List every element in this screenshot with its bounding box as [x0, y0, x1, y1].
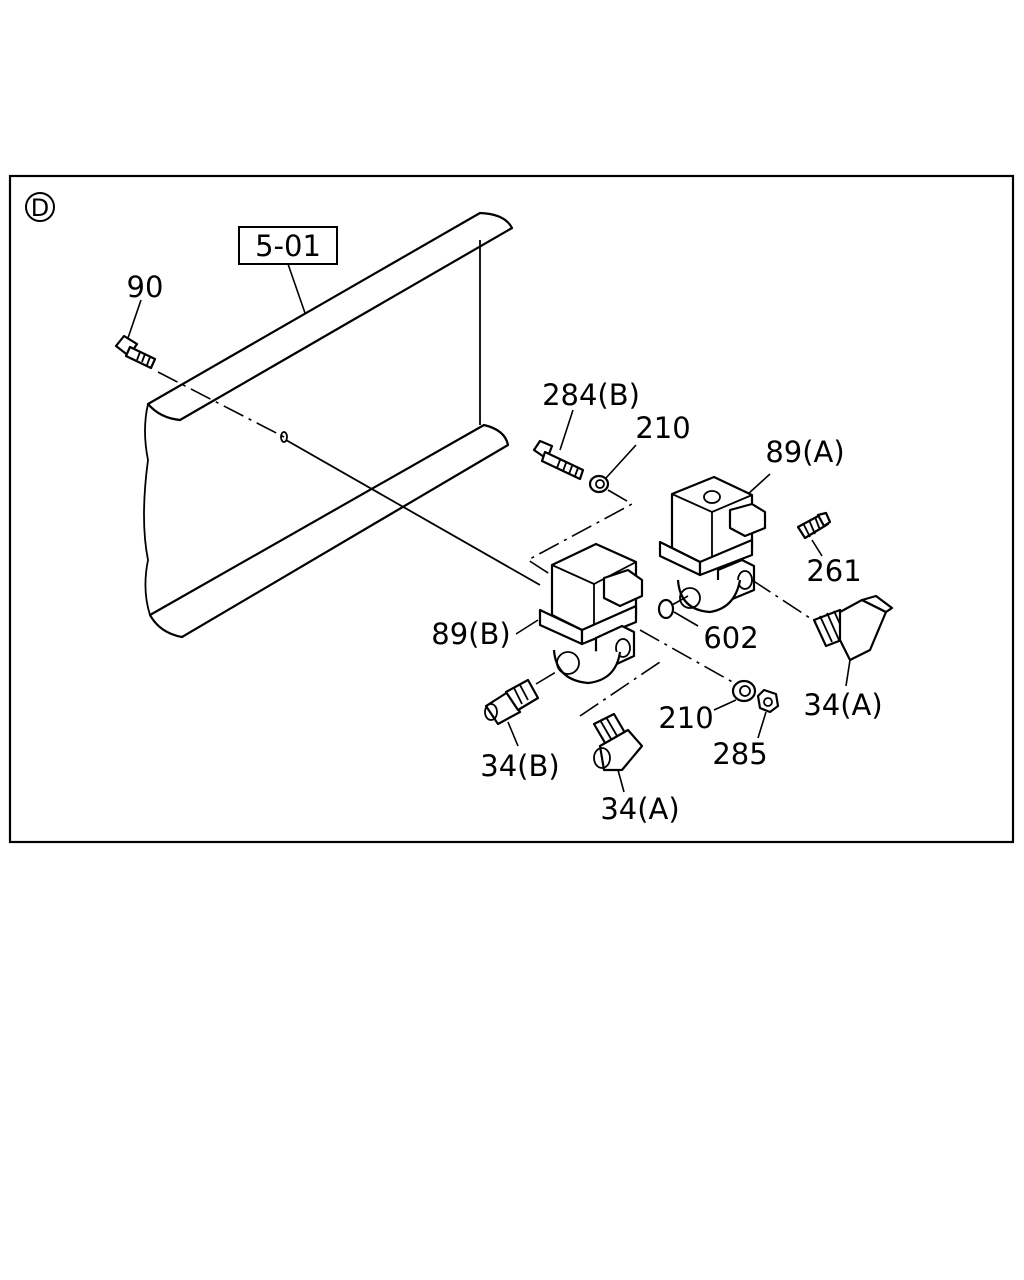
callout-34a-bottom: 34(A): [600, 792, 679, 826]
callout-285: 285: [712, 737, 767, 771]
washer-210-top: [588, 474, 610, 494]
fitting-34a-right: [812, 594, 894, 662]
callout-261: 261: [806, 554, 861, 588]
valve-89b: [538, 542, 644, 685]
section-marker: D: [25, 192, 55, 222]
section-marker-letter: D: [31, 194, 49, 222]
bolt-90: [114, 334, 157, 370]
reference-box: 5-01: [238, 226, 338, 265]
reference-box-label: 5-01: [255, 229, 321, 263]
callout-210-bottom: 210: [658, 701, 713, 735]
frame-member: [143, 211, 514, 639]
callout-210-top: 210: [635, 411, 690, 445]
fitting-34a-bottom: [592, 712, 644, 772]
callout-284b: 284(B): [542, 378, 640, 412]
callout-89a: 89(A): [765, 435, 844, 469]
fitting-34b: [484, 678, 540, 726]
callout-34a-right: 34(A): [803, 688, 882, 722]
o-ring-602: [657, 598, 675, 620]
nut-285: [756, 688, 780, 714]
washer-210-bottom: [731, 679, 757, 703]
valve-89a: [658, 475, 767, 614]
callout-602: 602: [703, 621, 758, 655]
callout-89b: 89(B): [431, 617, 510, 651]
bolt-284b: [532, 439, 585, 481]
callout-90: 90: [127, 270, 164, 304]
plug-261: [796, 511, 832, 540]
diagram-frame: [8, 174, 1015, 844]
callout-34b: 34(B): [480, 749, 559, 783]
